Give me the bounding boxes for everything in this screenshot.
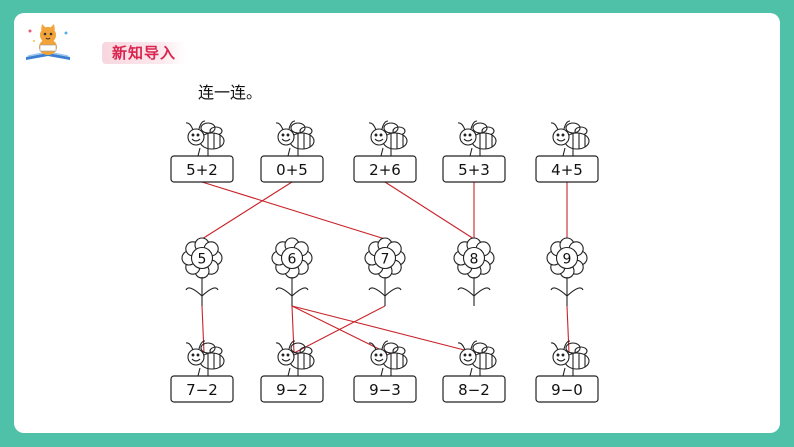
expression-label: 5+2 [186,161,218,179]
answer-line [201,305,205,354]
bottom-bee-2[interactable]: 9−2 [260,340,324,403]
bee-icon [457,120,497,157]
top-bee-1[interactable]: 5+2 [170,120,234,183]
flower-9[interactable]: 9 [546,237,588,306]
expression-card [535,155,599,183]
header: 新知导入 [14,23,314,64]
answer-line [566,305,570,354]
expression-card [535,375,599,403]
expression-card [170,155,234,183]
instruction-text: 连一连。 [198,83,263,102]
expression-card [442,155,506,183]
answer-line [293,305,386,354]
bottom-bee-5[interactable]: 9−0 [535,340,599,403]
expression-card [353,155,417,183]
expression-label: 5+3 [458,161,490,179]
bottom-bee-1[interactable]: 7−2 [170,340,234,403]
bee-icon [275,340,315,377]
bee-icon [457,340,497,377]
flower-number: 5 [198,252,207,268]
flower-icon [181,237,223,306]
top-bee-4[interactable]: 5+3 [442,120,506,183]
bee-icon [368,120,408,157]
expression-label: 2+6 [369,161,401,179]
top-bee-3[interactable]: 2+6 [353,120,417,183]
top-bee-5[interactable]: 4+5 [535,120,599,183]
bottom-bee-4[interactable]: 8−2 [442,340,506,403]
expression-card [260,375,324,403]
bee-icon [550,340,590,377]
expression-card [353,375,417,403]
bee-icon [368,340,408,377]
flower-number: 7 [381,252,390,268]
flower-5[interactable]: 5 [181,237,223,306]
expression-label: 9−3 [369,381,401,399]
flower-icon [453,237,495,306]
top-bee-2[interactable]: 0+5 [260,120,324,183]
expression-label: 9−0 [551,381,583,399]
slide: 新知导入 连一连。 5+2 0+5 2+6 5+3 4+5 5 6 7 8 9 7−2 9−2 9−3 8… [14,13,780,433]
expression-label: 7−2 [186,381,218,399]
bee-icon [185,340,225,377]
answer-line [201,181,293,240]
expression-card [170,375,234,403]
expression-label: 4+5 [551,161,583,179]
expression-label: 8−2 [458,381,490,399]
expression-card [260,155,324,183]
answer-line [201,181,386,240]
flower-8[interactable]: 8 [453,237,495,306]
flower-6[interactable]: 6 [271,237,313,306]
cat-reading-icon [26,24,70,60]
flower-icon [271,237,313,306]
flower-number: 9 [563,252,572,268]
expression-label: 0+5 [276,161,308,179]
bee-icon [185,120,225,157]
bee-icon [275,120,315,157]
bottom-bee-3[interactable]: 9−3 [353,340,417,403]
flower-icon [364,237,406,306]
flower-icon [546,237,588,306]
flower-7[interactable]: 7 [364,237,406,306]
answer-line [291,305,477,354]
expression-label: 9−2 [276,381,308,399]
expression-card [442,375,506,403]
flower-number: 8 [470,252,479,268]
answer-line [384,181,475,240]
matching-exercise: 5+2 0+5 2+6 5+3 4+5 5 6 7 8 9 7−2 9−2 9−3 8−2 9−0 [170,120,599,403]
bee-icon [550,120,590,157]
flower-number: 6 [288,252,297,268]
section-title-badge: 新知导入 [102,42,187,64]
answer-line [291,305,295,354]
